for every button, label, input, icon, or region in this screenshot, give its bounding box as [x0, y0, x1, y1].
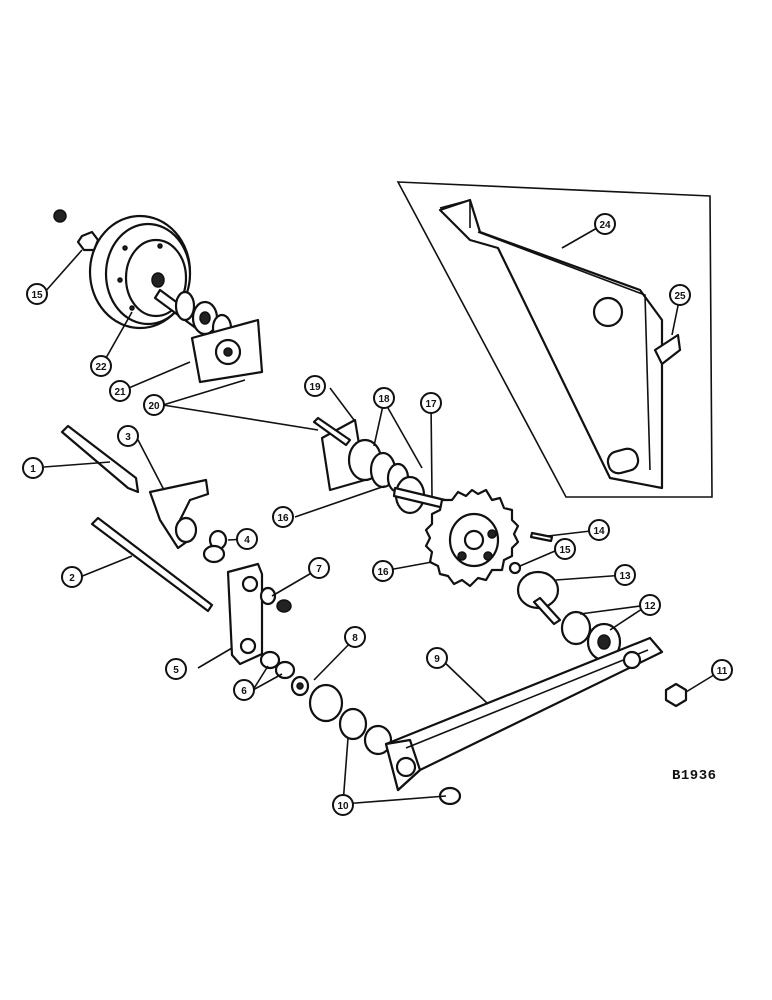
- svg-text:16: 16: [377, 567, 389, 578]
- callout-17: 16: [272, 506, 294, 528]
- callout-16: 1616: [372, 560, 394, 582]
- svg-text:15: 15: [559, 545, 571, 556]
- callout-6: 6: [233, 679, 255, 701]
- callout-7: 7: [308, 557, 330, 579]
- svg-text:18: 18: [378, 394, 390, 405]
- callout-23: 22: [90, 355, 112, 377]
- callout-3: 3: [117, 425, 139, 447]
- callout-25: 25: [669, 284, 691, 306]
- svg-text:6: 6: [241, 686, 247, 697]
- svg-text:16: 16: [277, 513, 289, 524]
- callout-2: 2: [61, 566, 83, 588]
- center-bearings: [347, 438, 447, 515]
- svg-text:4: 4: [244, 535, 250, 546]
- svg-text:11: 11: [717, 666, 728, 677]
- callout-5: 5: [165, 658, 187, 680]
- arm-bushing: [202, 529, 228, 564]
- channel-frame: [384, 636, 664, 792]
- rod-lower: [90, 516, 214, 613]
- svg-text:9: 9: [434, 654, 440, 665]
- pulley-nut: [53, 209, 100, 252]
- svg-text:21: 21: [114, 387, 126, 398]
- svg-text:22: 22: [95, 362, 107, 373]
- svg-text:24: 24: [599, 220, 611, 231]
- svg-text:13: 13: [619, 571, 631, 582]
- callout-24: 24: [594, 213, 616, 235]
- callout-9: 9: [426, 647, 448, 669]
- drawing-number: B1936: [672, 768, 717, 784]
- callout-14: 14: [588, 519, 610, 541]
- hub-washer: [508, 561, 522, 575]
- bearing-bracket-upper: [190, 318, 264, 384]
- callout-10: 10: [332, 794, 354, 816]
- arm-bushings: [259, 650, 296, 680]
- svg-text:20: 20: [148, 401, 160, 412]
- callout-4: 4: [236, 528, 258, 550]
- svg-text:19: 19: [309, 382, 321, 393]
- rod-upper: [60, 424, 140, 494]
- svg-text:3: 3: [125, 432, 131, 443]
- drive-pin: [529, 531, 554, 543]
- hub-bearings: [560, 610, 622, 662]
- callout-1: 1: [22, 457, 44, 479]
- svg-text:1: 1: [30, 464, 36, 475]
- callout-21: 20: [143, 394, 165, 416]
- idler-arm: [226, 562, 264, 666]
- svg-text:25: 25: [674, 291, 686, 302]
- callout-22: 21: [109, 380, 131, 402]
- svg-text:2: 2: [69, 573, 75, 584]
- shield-panel: [396, 181, 713, 498]
- callout-11: 11: [711, 659, 733, 681]
- idler-arm-fasteners: [259, 586, 292, 613]
- callout-15b: 15: [554, 538, 576, 560]
- callout-12: 12: [639, 594, 661, 616]
- callout-15a: 15: [26, 283, 48, 305]
- svg-text:15: 15: [31, 290, 43, 301]
- svg-text:5: 5: [173, 665, 179, 676]
- sprocket: [424, 488, 520, 588]
- arm-washer: [290, 675, 310, 697]
- callout-13: 13: [614, 564, 636, 586]
- arm-bracket: [148, 478, 210, 550]
- callout-19: 18: [373, 387, 395, 409]
- hub: [516, 570, 562, 626]
- svg-text:17: 17: [425, 399, 437, 410]
- callout-18: 17: [420, 392, 442, 414]
- callout-20: 19: [304, 375, 326, 397]
- svg-text:14: 14: [593, 526, 605, 537]
- svg-text:12: 12: [644, 601, 656, 612]
- clip: [653, 333, 682, 366]
- callout-8: 8: [344, 626, 366, 648]
- lower-bearings: [308, 683, 462, 806]
- svg-text:7: 7: [316, 564, 322, 575]
- svg-text:8: 8: [352, 633, 358, 644]
- channel-nut: [664, 682, 688, 708]
- svg-text:10: 10: [337, 801, 349, 812]
